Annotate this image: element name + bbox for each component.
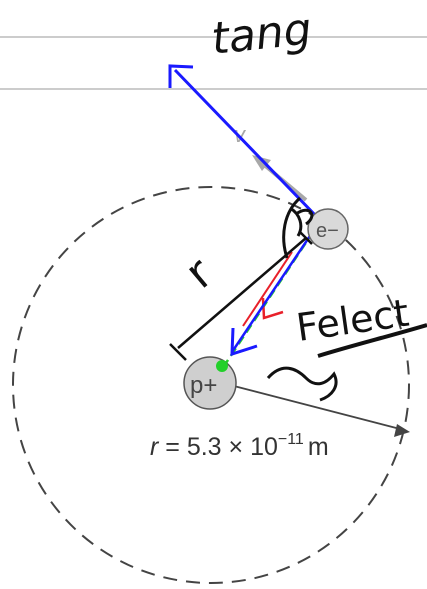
radius-exponent: −11 xyxy=(278,431,304,448)
felect-underline xyxy=(317,323,427,358)
radial-arrowhead xyxy=(230,327,258,357)
electron-label: e− xyxy=(316,220,339,242)
radial-arrow xyxy=(230,220,322,353)
electron xyxy=(307,208,349,250)
felect-label: Felect xyxy=(294,291,412,350)
radius-arrowhead xyxy=(394,424,410,437)
angle-mark xyxy=(282,196,314,259)
tang-label: tang xyxy=(209,4,314,65)
r-bracket xyxy=(169,231,313,361)
velocity-arrowhead xyxy=(252,155,271,171)
tangent-arrow xyxy=(173,68,319,219)
radius-value: = 5.3 × 10 xyxy=(158,433,278,461)
radius-arrow xyxy=(229,384,405,431)
red-force-line xyxy=(242,251,293,327)
orbit-circle xyxy=(12,186,410,584)
green-dot xyxy=(216,360,228,372)
tangent-arrowhead xyxy=(168,64,194,88)
squiggle-arrow xyxy=(266,366,338,402)
r-label: r xyxy=(176,247,223,298)
radius-unit: m xyxy=(308,433,329,461)
proton-label: p+ xyxy=(190,372,217,399)
